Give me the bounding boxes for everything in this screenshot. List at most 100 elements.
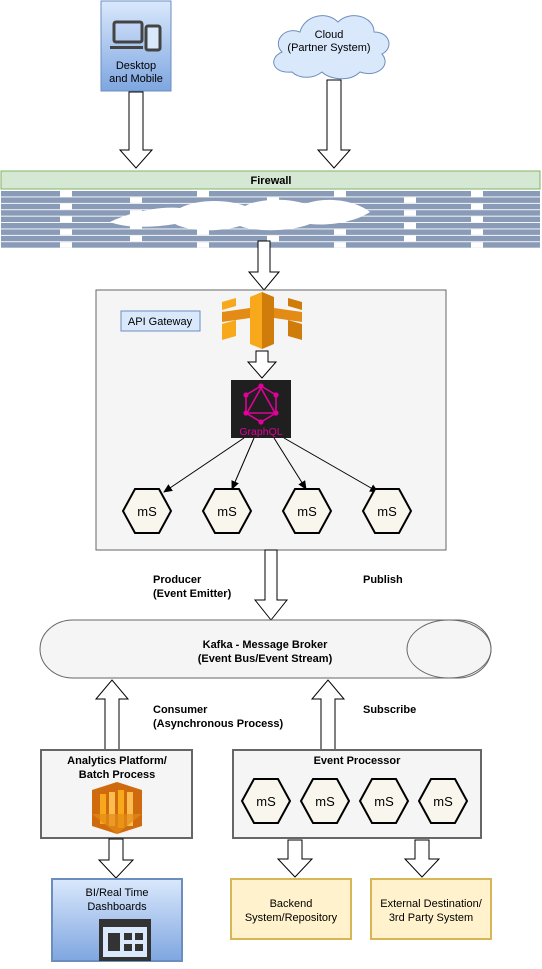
graphql-icon: GraphQL (231, 380, 291, 438)
processor-to-backend-arrow (276, 839, 314, 878)
analytics-label-line1: Analytics Platform/ (67, 755, 167, 767)
producer-label-line2: (Event Emitter) (153, 588, 232, 600)
gateway-microservice-1: mS (121, 488, 173, 534)
microservice-hexagon (121, 488, 173, 534)
consumer-label-line2: (Asynchronous Process) (153, 718, 284, 730)
aws-api-gateway-icon (222, 292, 302, 349)
firewall-brick-joint (60, 229, 72, 235)
microservice-label: mS (374, 794, 394, 809)
firewall-brick-joint (404, 197, 416, 203)
microservice-hexagon (201, 488, 253, 534)
backend-label-line1: Backend (270, 898, 313, 910)
backend-label-line2: System/Repository (245, 912, 338, 924)
microservice-label: mS (315, 794, 335, 809)
firewall-brick-joint (197, 229, 209, 235)
firewall-brick-joint (471, 216, 483, 223)
firewall-label: Firewall (251, 175, 292, 187)
processor-microservice-1: mS (240, 778, 292, 824)
firewall-brick-joint (267, 235, 279, 242)
firewall-brick-joint (60, 242, 72, 248)
processor-to-external-arrow (403, 839, 441, 878)
event-processor: Event Processor mS mS mS mS (232, 749, 482, 839)
aws-kinesis-icon (92, 782, 142, 834)
microservice-hexagon (417, 778, 469, 824)
firewall-brick-joint (197, 191, 209, 197)
firewall-brick-joint (471, 229, 483, 235)
firewall-brick-joint (404, 223, 416, 229)
bi-label-line1: BI/Real Time (86, 887, 149, 899)
processor-microservice-4: mS (417, 778, 469, 824)
cloud-node: Cloud (Partner System) (273, 15, 390, 80)
microservice-label: mS (433, 794, 453, 809)
firewall-brick-joint (471, 242, 483, 248)
desktop-mobile-icon (110, 20, 162, 52)
gateway-microservice-4: mS (361, 488, 413, 534)
dashboard-icon (99, 919, 151, 961)
api-gateway-label: API Gateway (128, 316, 193, 328)
desktop-label-line1: Desktop (116, 60, 156, 72)
microservice-label: mS (256, 794, 276, 809)
external-destination-node: External Destination/ 3rd Party System (370, 878, 492, 940)
firewall-brick-row (1, 191, 540, 197)
event-processor-title: Event Processor (314, 755, 402, 767)
microservice-hexagon (299, 778, 351, 824)
firewall-brick-joint (130, 235, 142, 242)
kafka-label-line2: (Event Bus/Event Stream) (198, 653, 333, 665)
firewall-brick-joint (197, 242, 209, 248)
microservice-label: mS (377, 504, 397, 519)
firewall-brick-row (1, 229, 540, 235)
gateway-microservice-2: mS (201, 488, 253, 534)
bi-dashboards-node: BI/Real Time Dashboards (51, 878, 183, 962)
api-gateway-label-box (120, 310, 201, 332)
microservice-label: mS (137, 504, 157, 519)
firewall-to-gateway-arrow (247, 240, 281, 291)
backend-system-node: Backend System/Repository (230, 878, 352, 940)
processor-to-kafka-arrow (310, 679, 346, 751)
external-label-line2: 3rd Party System (389, 912, 473, 924)
cloud-to-firewall-arrow (316, 79, 352, 169)
microservice-label: mS (217, 504, 237, 519)
firewall-brick-joint (60, 191, 72, 197)
gateway-microservice-3: mS (281, 488, 333, 534)
firewall-brick-joint (404, 235, 416, 242)
event-processor-microservices: mS mS mS mS (240, 778, 469, 824)
bi-label-line2: Dashboards (87, 901, 147, 913)
desktop-mobile-node: Desktop and Mobile (100, 0, 172, 92)
microservice-hexagon (281, 488, 333, 534)
processor-microservice-2: mS (299, 778, 351, 824)
analytics-label-line2: Batch Process (79, 769, 155, 781)
gateway-to-graphql-arrow (246, 350, 278, 379)
graphql-connectors (163, 437, 379, 493)
firewall-brick-joint (471, 203, 483, 210)
kafka-cylinder-end (406, 619, 492, 679)
firewall-brick-joint (404, 210, 416, 216)
desktop-to-firewall-arrow (118, 91, 154, 169)
api-gateway-container: API Gateway (95, 289, 447, 551)
desktop-label-line2: and Mobile (109, 73, 163, 85)
external-label-line1: External Destination/ (380, 898, 482, 910)
cloud-label-line2: (Partner System) (287, 42, 370, 54)
kafka-label-line1: Kafka - Message Broker (203, 639, 328, 651)
firewall-brick-joint (334, 229, 346, 235)
kafka-message-broker: Kafka - Message Broker (Event Bus/Event … (39, 619, 492, 679)
publish-label: Publish (363, 574, 403, 586)
producer-label-line1: Producer (153, 574, 202, 586)
graphql-label: GraphQL (239, 426, 282, 438)
cloud-label-line1: Cloud (315, 29, 344, 41)
analytics-to-kafka-arrow (94, 679, 130, 751)
firewall-brick-joint (130, 197, 142, 203)
microservice-label: mS (297, 504, 317, 519)
cloud-icon (273, 15, 390, 80)
subscribe-label: Subscribe (363, 704, 416, 716)
firewall-cloud-shape (110, 199, 370, 231)
firewall-brick-joint (334, 242, 346, 248)
gateway-to-kafka-arrow (253, 549, 289, 621)
firewall-brick-joint (471, 191, 483, 197)
microservice-hexagon (358, 778, 410, 824)
microservice-hexagon (240, 778, 292, 824)
firewall: Firewall (0, 170, 541, 248)
firewall-brick-joint (334, 191, 346, 197)
gateway-microservices: mS mS mS mS (121, 488, 413, 534)
firewall-brick-joint (60, 203, 72, 210)
